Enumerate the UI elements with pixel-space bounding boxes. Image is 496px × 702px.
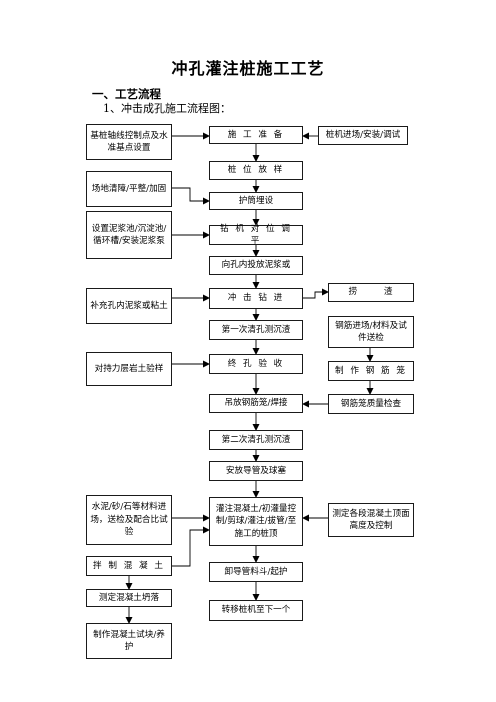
node-make-cage: 制 作 钢 筋 笼 bbox=[328, 361, 414, 381]
page-title: 冲孔灌注桩施工工艺 bbox=[171, 59, 325, 78]
node-mix-concrete: 拌 制 混 凝 土 bbox=[86, 556, 172, 576]
node-pour-concrete: 灌注混凝土/初灌量控制/剪球/灌注/拔管/至施工的桩顶 bbox=[209, 497, 303, 546]
node-site-clearing: 场地清障/平整/加固 bbox=[86, 171, 172, 207]
node-add-mud: 补充孔内泥浆或粘土 bbox=[86, 288, 172, 324]
node-feed-mud: 向孔内投放泥浆或 bbox=[209, 256, 303, 275]
node-final-inspection: 终 孔 验 收 bbox=[209, 354, 303, 374]
node-cage-check: 钢筋笼质量检查 bbox=[328, 394, 414, 414]
node-slag-removal: 捞 渣 bbox=[328, 283, 414, 302]
node-rebar-delivery: 钢筋进场/材料及试件送检 bbox=[328, 316, 414, 348]
node-first-clean: 第一次清孔测沉渣 bbox=[209, 320, 303, 340]
node-casing: 护筒埋设 bbox=[209, 192, 303, 210]
node-move-rig: 转移桩机至下一个 bbox=[209, 600, 303, 621]
node-remove-tremie: 卸导管料斗/起护 bbox=[209, 562, 303, 582]
node-mud-pit-setup: 设置泥浆池/沉淀池/循环槽/安装泥浆泵 bbox=[86, 211, 172, 259]
node-rig-align: 钻 机 对 位 调 平 bbox=[209, 224, 303, 246]
node-second-clean: 第二次清孔测沉渣 bbox=[209, 430, 303, 450]
node-rig-setup: 桩机进场/安装/调试 bbox=[318, 126, 408, 145]
node-measure-top: 测定各段混凝土顶面高度及控制 bbox=[328, 503, 414, 537]
node-pile-layout: 桩 位 放 样 bbox=[209, 161, 303, 180]
node-slump-test: 测定混凝土坍落 bbox=[86, 589, 172, 607]
node-cage-hoist: 吊放钢筋笼/焊接 bbox=[209, 394, 303, 413]
node-percussion-drill: 冲 击 钻 进 bbox=[209, 288, 303, 309]
section-heading: 一、工艺流程 bbox=[92, 87, 161, 101]
arrow-l2-c3 bbox=[172, 187, 210, 205]
arrow-l7-c12 bbox=[172, 526, 210, 567]
node-preparation: 施 工 准 备 bbox=[209, 126, 303, 144]
node-rock-sample: 对持力层岩土验样 bbox=[86, 352, 172, 386]
node-test-block: 制作混凝土试块/养护 bbox=[86, 623, 172, 659]
node-tremie-install: 安放导管及球塞 bbox=[209, 461, 303, 481]
subsection-heading: 1、冲击成孔施工流程图： bbox=[103, 102, 231, 115]
arrow-c6-r2 bbox=[303, 288, 329, 299]
node-baseline-control: 基桩轴线控制点及水准基点设置 bbox=[86, 124, 172, 160]
node-material-test: 水泥/砂/石等材料进场，送检及配合比试验 bbox=[86, 495, 172, 545]
